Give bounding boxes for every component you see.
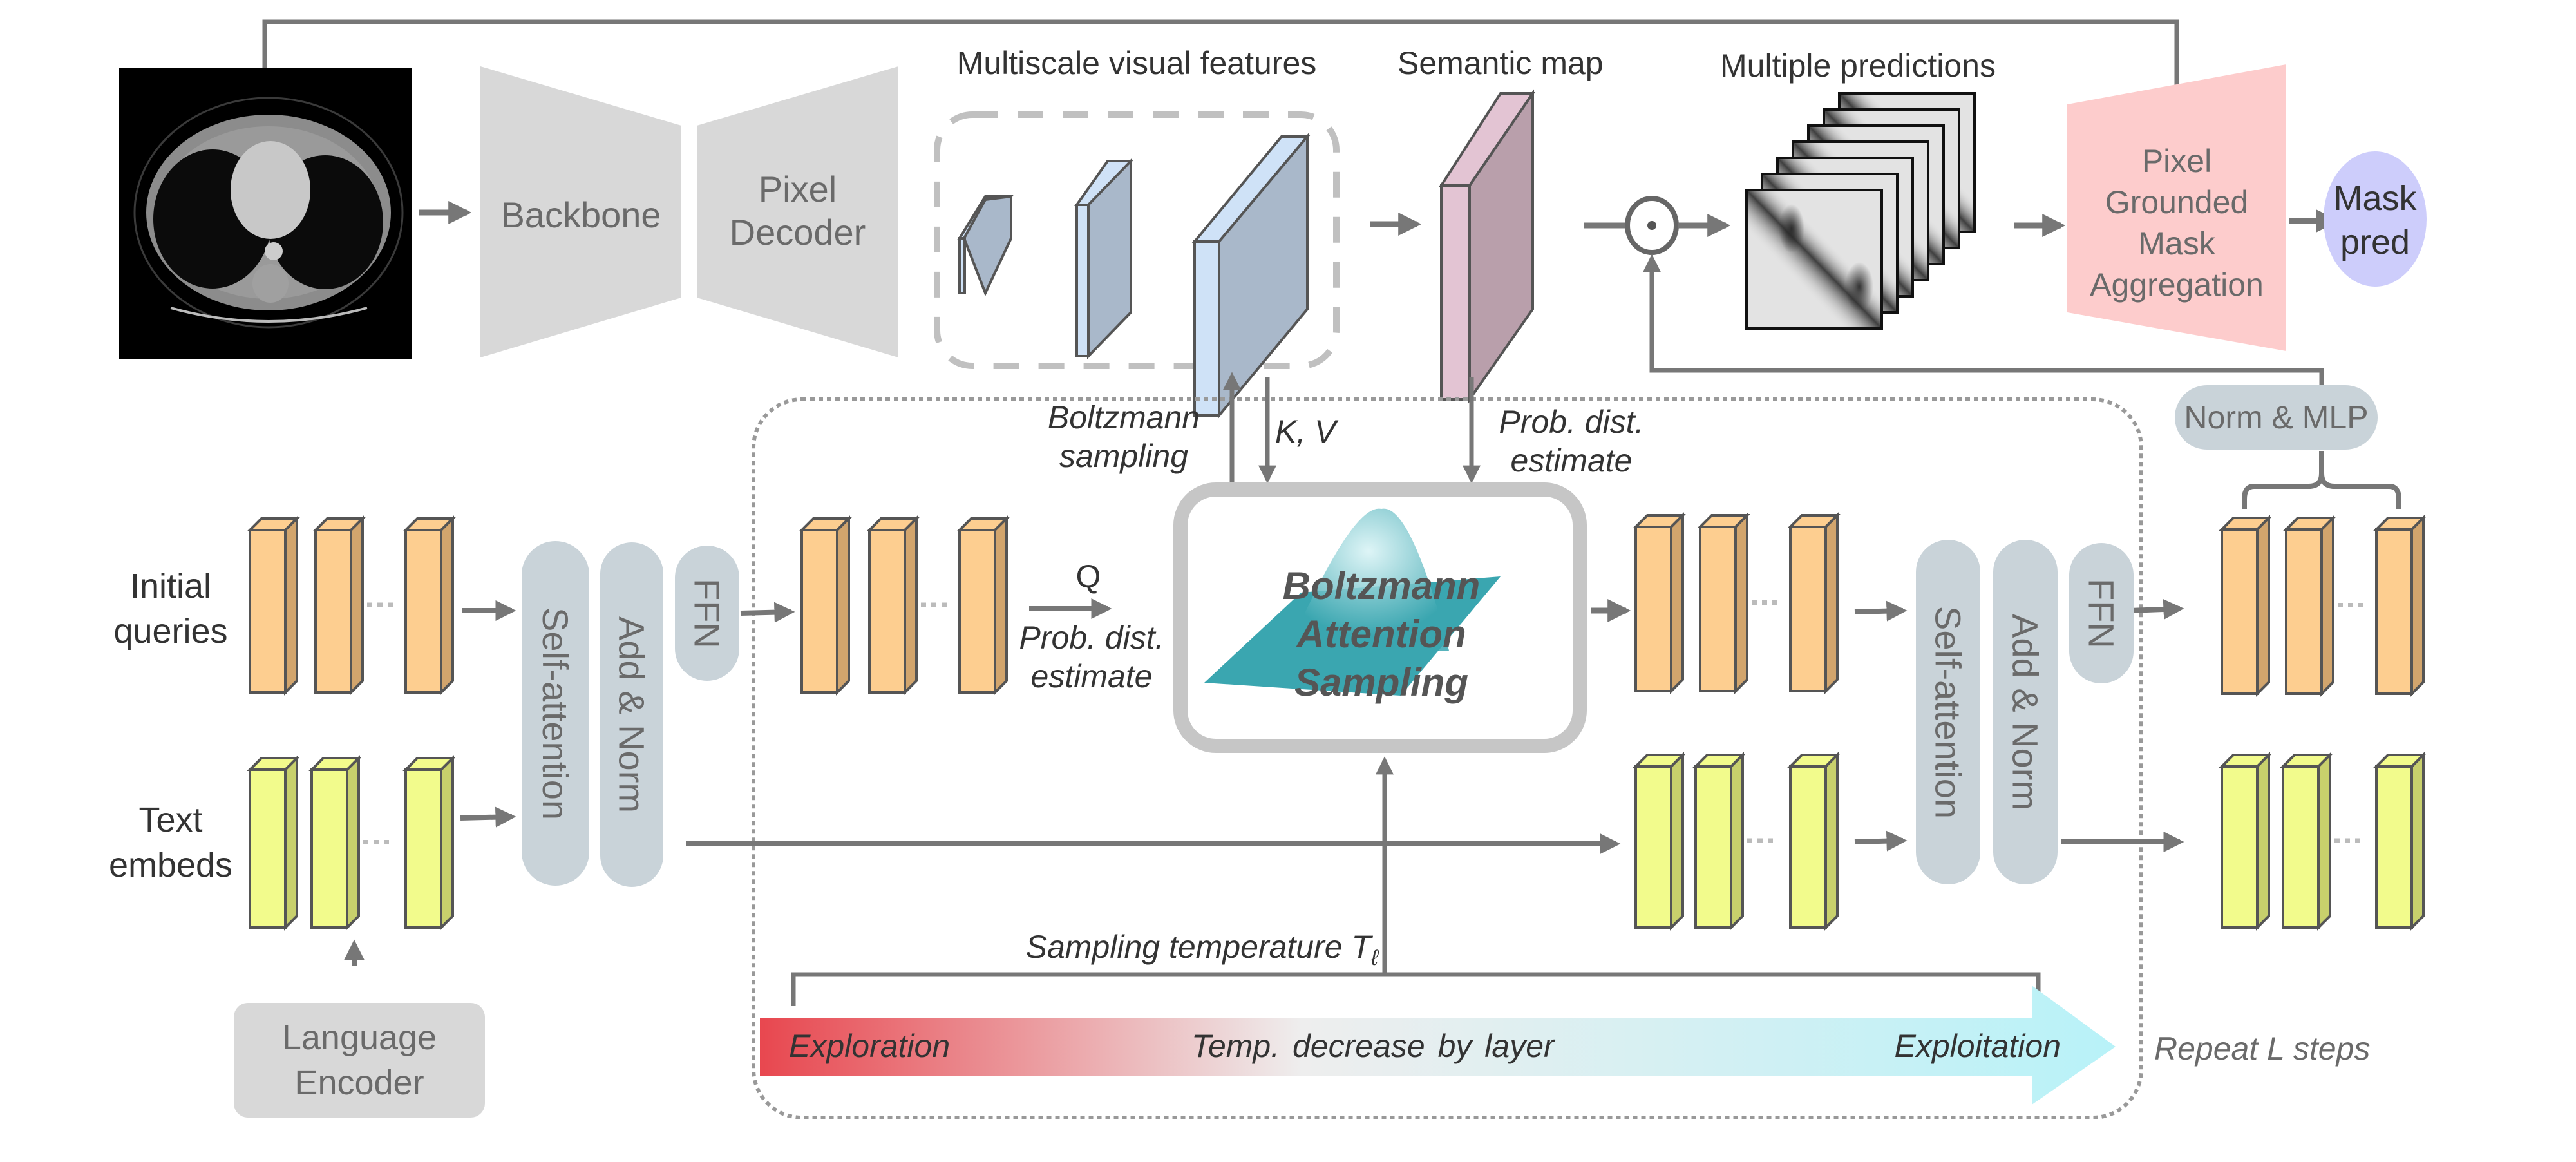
inner-queries-bars: [799, 515, 1010, 696]
query-token-bar: [2373, 515, 2427, 697]
backbone-label: Backbone: [500, 195, 661, 235]
output-queries-bars: [2219, 515, 2427, 697]
prob-dist-estimate-left-label: Prob. dist. estimate: [1019, 620, 1164, 694]
query-token-bar: [799, 515, 852, 696]
boltzmann-attention-sampling-block: [1173, 482, 1587, 753]
multiple-predictions-title: Multiple predictions: [1720, 48, 1996, 84]
add-norm-module-right: [1993, 540, 2058, 884]
pixel-grounded-mask-aggregation-block: [2067, 64, 2286, 351]
language-encoder-block: Language Encoder: [234, 1003, 485, 1118]
prediction-map: [1745, 189, 1883, 330]
boltzmann-peak: [1288, 508, 1449, 651]
skip-connection-top: [262, 19, 2186, 113]
ffn-module-left: [675, 546, 739, 681]
output-text-bars: [2219, 752, 2427, 931]
ffn-module-right: [2069, 543, 2134, 683]
feature-map-large: [1191, 133, 1311, 419]
text-token-bar: [2280, 752, 2333, 931]
arrow-text-to-self-attention-right: [1854, 830, 1908, 852]
feature-map-small: [957, 195, 1014, 297]
sampling-temperature-text: Sampling temperature T: [1025, 929, 1371, 965]
pixel-decoder-block: [697, 66, 898, 357]
sampling-temperature-subscript: ℓ: [1371, 946, 1378, 970]
self-attention-label-left: Self-attention: [535, 607, 576, 820]
exploration-label: Exploration: [789, 1028, 951, 1064]
q-label: Q: [1075, 558, 1101, 595]
updated-text-bars: [1633, 752, 1841, 931]
query-token-bar: [402, 515, 456, 696]
arrow-ffn-to-queries: [740, 602, 795, 623]
boltzmann-sampling-label: Boltzmann sampling: [1047, 399, 1200, 474]
decoder-layer-box: [752, 397, 2143, 1119]
multiscale-features-box: [934, 111, 1340, 369]
arrow-ffn-to-output-queries: [2129, 598, 2184, 620]
query-token-bar: [312, 515, 366, 696]
self-attention-label-right: Self-attention: [1927, 605, 1969, 819]
query-token-bar: [866, 515, 920, 696]
query-token-bar: [2219, 515, 2272, 697]
text-token-bar: [247, 755, 300, 931]
arrow-text-to-self-attention: [460, 806, 516, 828]
pixel-decoder-label: Pixel Decoder: [729, 169, 866, 253]
ct-input-image: [119, 68, 412, 359]
text-token-bar: [1787, 752, 1841, 931]
ffn-label-left: FFN: [687, 578, 728, 649]
initial-queries-bars: [247, 515, 456, 696]
semantic-map-title: Semantic map: [1397, 45, 1604, 81]
text-token-bar: [1633, 752, 1686, 931]
text-token-bar: [1692, 752, 1746, 931]
text-token-bar: [402, 755, 456, 931]
text-embeds-bars: [247, 755, 456, 931]
multiple-predictions-stack: [1745, 92, 1976, 330]
norm-mlp-brace: [2242, 451, 2401, 509]
initial-queries-label: Initial queries: [113, 567, 228, 651]
text-token-bar: [2219, 752, 2272, 931]
query-token-bar: [1633, 512, 1686, 694]
arrow-queries-to-self-attention-right: [1854, 600, 1908, 622]
repeat-l-steps-label: Repeat L steps: [2154, 1031, 2371, 1067]
mask-pred-label: Mask pred: [2333, 179, 2417, 262]
text-token-bar: [2373, 752, 2427, 931]
feature-map-medium: [1074, 158, 1134, 359]
feedback-line-norm-mlp: [1643, 254, 2324, 385]
prob-dist-estimate-top-label: Prob. dist. estimate: [1499, 404, 1644, 479]
query-token-bar: [247, 515, 300, 696]
temp-decrease-label: Temp. decrease by layer: [1191, 1028, 1555, 1064]
semantic-map: [1439, 89, 1535, 404]
exploitation-label: Exploitation: [1894, 1028, 2061, 1064]
mask-pred-node: [2324, 151, 2427, 287]
temperature-bracket: [791, 972, 2041, 1006]
add-norm-label-right: Add & Norm: [2005, 614, 2046, 810]
self-attention-module-right: [1916, 540, 1980, 884]
text-embeds-label: Text embeds: [108, 801, 233, 885]
temperature-gradient-arrow: [760, 986, 2116, 1105]
pixel-grounded-mask-aggregation-label: Pixel Grounded Mask Aggregation: [2090, 143, 2264, 303]
multiscale-features-title: Multiscale visual features: [956, 45, 1317, 81]
self-attention-module-left: [522, 541, 589, 886]
token-bars: [247, 512, 2427, 931]
text-token-bar: [308, 755, 362, 931]
add-norm-label-left: Add & Norm: [611, 616, 652, 813]
updated-queries-bars: [1633, 512, 1841, 694]
backbone-block: [480, 66, 681, 357]
sampling-temperature-label: Sampling temperature Tℓ: [966, 928, 1378, 971]
kv-label: K, V: [1275, 414, 1336, 450]
query-token-bar: [1697, 512, 1750, 694]
norm-mlp-block: Norm & MLP: [2175, 385, 2378, 450]
query-token-bar: [2283, 515, 2336, 697]
add-norm-module-left: [600, 542, 663, 887]
query-token-bar: [1787, 512, 1841, 694]
query-token-bar: [956, 515, 1010, 696]
elementwise-product-operator: [1625, 196, 1679, 255]
boltzmann-attention-sampling-title: Boltzmann Attention Sampling: [1282, 564, 1481, 704]
ffn-label-right: FFN: [2081, 578, 2122, 649]
